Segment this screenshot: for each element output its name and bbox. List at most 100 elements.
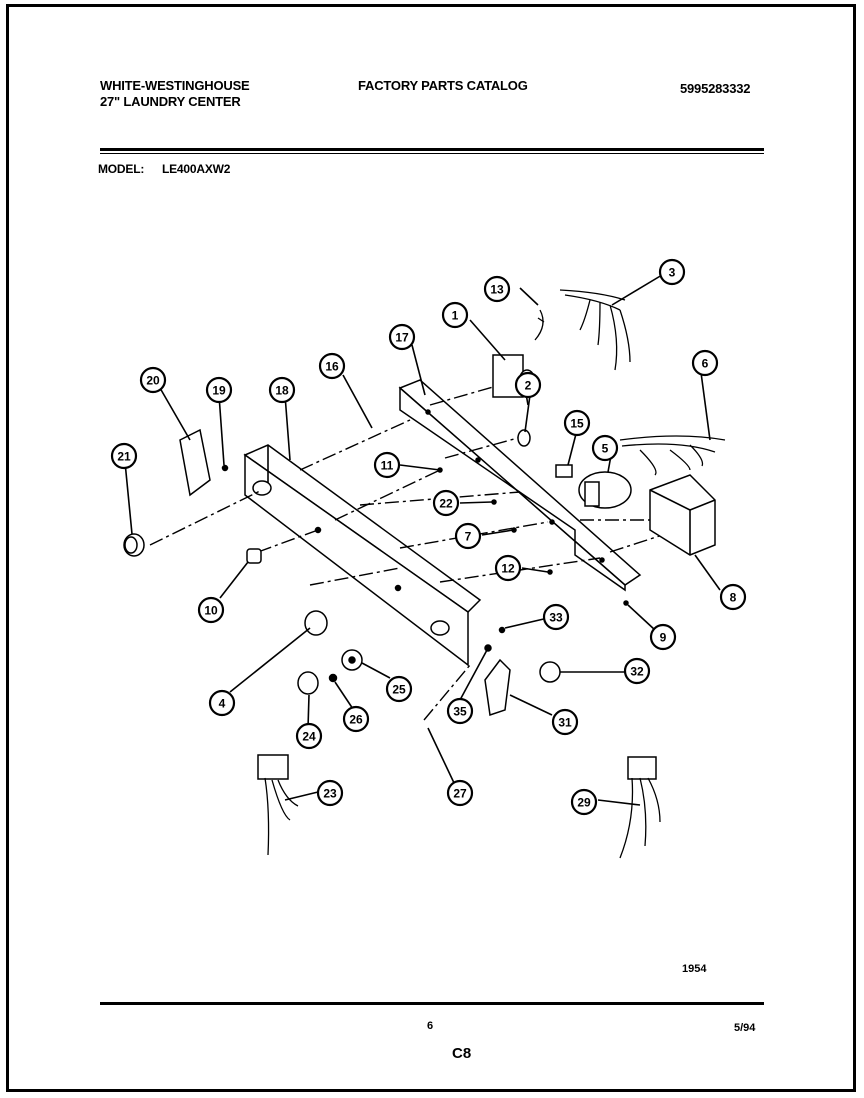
callout-29: 29 (570, 788, 598, 816)
part-shapes (123, 289, 726, 859)
callout-circle (514, 371, 542, 399)
callout-number: 7 (465, 530, 472, 544)
callout-number: 9 (660, 631, 667, 645)
callout-18: 18 (268, 376, 296, 404)
callout-35: 35 (446, 697, 474, 725)
catalog-number: 5995283332 (680, 81, 751, 96)
callout-15: 15 (563, 409, 591, 437)
callout-1: 1 (441, 301, 469, 329)
callout-circle (388, 323, 416, 351)
callout-number: 12 (501, 562, 515, 576)
callout-number: 27 (453, 787, 467, 801)
leader-lines (124, 274, 721, 806)
callout-number: 22 (439, 497, 453, 511)
callout-circle (494, 554, 522, 582)
callout-circle (542, 603, 570, 631)
page-frame (6, 4, 856, 1092)
callout-circle (432, 489, 460, 517)
figure-number: 1954 (682, 963, 707, 975)
callout-circle (197, 596, 225, 624)
model-label: MODEL: (98, 162, 145, 176)
callout-circle (316, 779, 344, 807)
callout-circle (649, 623, 677, 651)
callout-number: 2 (525, 379, 532, 393)
callout-number: 23 (323, 787, 337, 801)
callout-13: 13 (483, 275, 511, 303)
callout-10: 10 (197, 596, 225, 624)
callout-9: 9 (649, 623, 677, 651)
callout-number: 33 (549, 611, 563, 625)
callout-circle (658, 258, 686, 286)
callout-number: 21 (117, 450, 131, 464)
callout-circle (441, 301, 469, 329)
callout-number: 25 (392, 683, 406, 697)
callout-23: 23 (316, 779, 344, 807)
callout-16: 16 (318, 352, 346, 380)
footer-rule (100, 1002, 764, 1005)
callout-circle (691, 349, 719, 377)
control-panel (243, 444, 482, 667)
callout-24: 24 (295, 722, 323, 750)
callout-circle (570, 788, 598, 816)
callout-circle (719, 583, 747, 611)
callout-circle (563, 409, 591, 437)
callout-number: 8 (730, 591, 737, 605)
callout-27: 27 (446, 779, 474, 807)
callout-number: 10 (204, 604, 218, 618)
callout-labels: 1234567891011121315161718192021222324252… (110, 258, 747, 816)
callout-17: 17 (388, 323, 416, 351)
callout-number: 19 (212, 384, 226, 398)
callout-number: 24 (302, 730, 316, 744)
footer-date: 5/94 (734, 1022, 756, 1034)
callout-number: 3 (669, 266, 676, 280)
callout-11: 11 (373, 451, 401, 479)
model-value: LE400AXW2 (162, 162, 231, 176)
callout-number: 32 (630, 665, 644, 679)
brand-line-2: 27" LAUNDRY CENTER (100, 94, 241, 109)
callout-20: 20 (139, 366, 167, 394)
callout-number: 13 (490, 283, 504, 297)
header-rule-thick (100, 148, 764, 151)
callout-number: 4 (219, 697, 226, 711)
callout-circle (446, 697, 474, 725)
callout-circle (551, 708, 579, 736)
callout-number: 11 (381, 459, 394, 473)
callout-number: 17 (395, 331, 409, 345)
callout-33: 33 (542, 603, 570, 631)
callout-26: 26 (342, 705, 370, 733)
callout-number: 18 (275, 384, 289, 398)
callout-number: 6 (702, 357, 709, 371)
callout-circle (318, 352, 346, 380)
callout-circle (208, 689, 236, 717)
brand-line-1: WHITE-WESTINGHOUSE (100, 78, 250, 93)
callout-7: 7 (454, 522, 482, 550)
section-code: C8 (452, 1045, 472, 1062)
callout-4: 4 (208, 689, 236, 717)
callout-circle (295, 722, 323, 750)
callout-12: 12 (494, 554, 522, 582)
callout-2: 2 (514, 371, 542, 399)
callout-circle (623, 657, 651, 685)
callout-circle (385, 675, 413, 703)
callout-number: 20 (146, 374, 160, 388)
callout-5: 5 (591, 434, 619, 462)
callout-21: 21 (110, 442, 138, 470)
callout-circle (591, 434, 619, 462)
callout-19: 19 (205, 376, 233, 404)
callout-circle (110, 442, 138, 470)
callout-number: 16 (325, 360, 339, 374)
callout-6: 6 (691, 349, 719, 377)
callout-circle (483, 275, 511, 303)
callout-circle (446, 779, 474, 807)
catalog-title: FACTORY PARTS CATALOG (358, 78, 528, 93)
control-bracket (398, 379, 642, 592)
callout-circle (205, 376, 233, 404)
callout-circle (373, 451, 401, 479)
callout-circle (342, 705, 370, 733)
callout-32: 32 (623, 657, 651, 685)
page-number: 6 (427, 1020, 434, 1032)
callout-number: 31 (558, 716, 572, 730)
callout-3: 3 (658, 258, 686, 286)
callout-25: 25 (385, 675, 413, 703)
